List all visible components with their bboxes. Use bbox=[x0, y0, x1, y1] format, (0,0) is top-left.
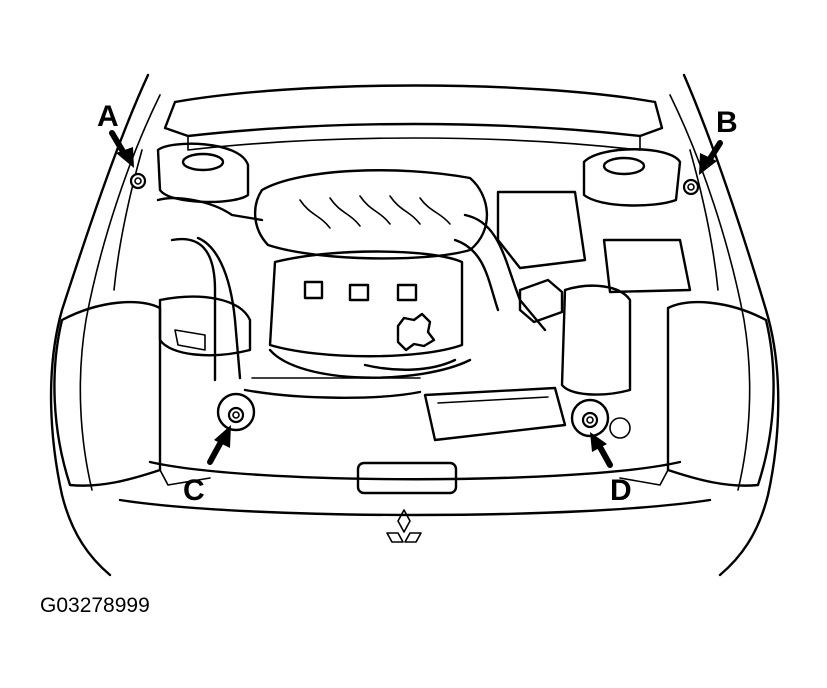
hoses bbox=[156, 196, 547, 382]
arrow-d bbox=[590, 432, 613, 468]
air-cleaner-box bbox=[423, 386, 567, 442]
mount-bolt-a bbox=[129, 172, 147, 190]
callout-b: B bbox=[716, 106, 738, 139]
mount-bolt-c bbox=[216, 392, 256, 432]
headlamp-right bbox=[666, 300, 775, 487]
battery-area bbox=[496, 190, 692, 396]
valve-cover bbox=[268, 250, 464, 358]
mitsubishi-logo bbox=[386, 509, 422, 543]
left-components bbox=[158, 295, 422, 399]
arrow-a bbox=[109, 130, 134, 168]
headlamp-left bbox=[53, 300, 162, 487]
arrow-b bbox=[699, 140, 723, 175]
figure-code: G03278999 bbox=[40, 594, 150, 617]
mount-bolt-b bbox=[682, 178, 700, 196]
arrow-c bbox=[207, 425, 231, 465]
front-panel bbox=[118, 460, 712, 517]
callout-c: C bbox=[183, 474, 205, 507]
engine-intake bbox=[253, 169, 489, 260]
strut-tower-right bbox=[582, 148, 682, 207]
callout-a: A bbox=[97, 100, 119, 133]
callout-d: D bbox=[610, 474, 632, 507]
mount-bolt-d bbox=[570, 398, 631, 439]
raised-hood bbox=[163, 84, 664, 151]
strut-tower-left bbox=[156, 142, 250, 204]
